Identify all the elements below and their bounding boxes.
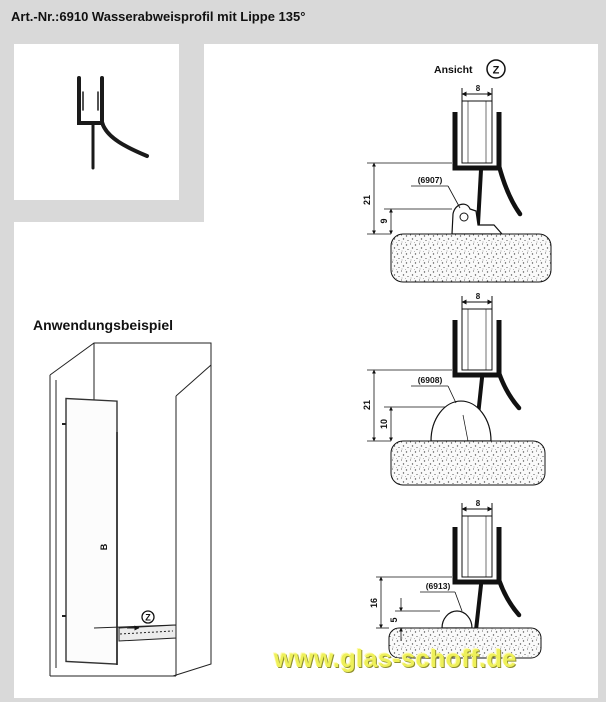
detail-2-height-total: 21 [362,400,372,410]
example-marker-icon [141,610,155,624]
example-label-b: B [99,543,109,550]
detail-2-height-part: 10 [379,419,389,429]
watermark: www.glas-schoff.de [274,645,517,673]
shower-example-drawing [49,342,212,677]
example-title: Anwendungsbeispiel [33,317,174,333]
detail-3-width: 8 [476,499,481,508]
detail-2: 8 21 10 (6908) [362,292,546,486]
profile-section-icon [77,76,149,170]
detail-3: 8 16 5 (6913) [369,499,542,659]
detail-1-part-label: (6907) [418,175,443,185]
detail-2-part-label: (6908) [418,375,443,385]
detail-1-height-part: 9 [379,218,389,223]
header-bar: Art.-Nr.:6910 Wasserabweisprofil mit Lip… [0,0,606,40]
detail-1-width: 8 [476,84,481,93]
detail-3-height-total: 16 [369,598,379,608]
view-label: Ansicht [434,64,473,76]
detail-3-part-label: (6913) [426,581,451,591]
page-title: Art.-Nr.:6910 Wasserabweisprofil mit Lip… [11,9,306,24]
view-marker: Z [493,65,500,77]
detail-1-height-total: 21 [362,195,372,205]
detail-1: 8 21 9 (6907) [362,84,552,283]
example-label-z: Z [145,613,151,623]
detail-3-height-part: 5 [389,617,399,622]
detail-2-width: 8 [476,292,481,301]
view-marker-icon [486,59,506,79]
detail-panel [204,44,598,698]
